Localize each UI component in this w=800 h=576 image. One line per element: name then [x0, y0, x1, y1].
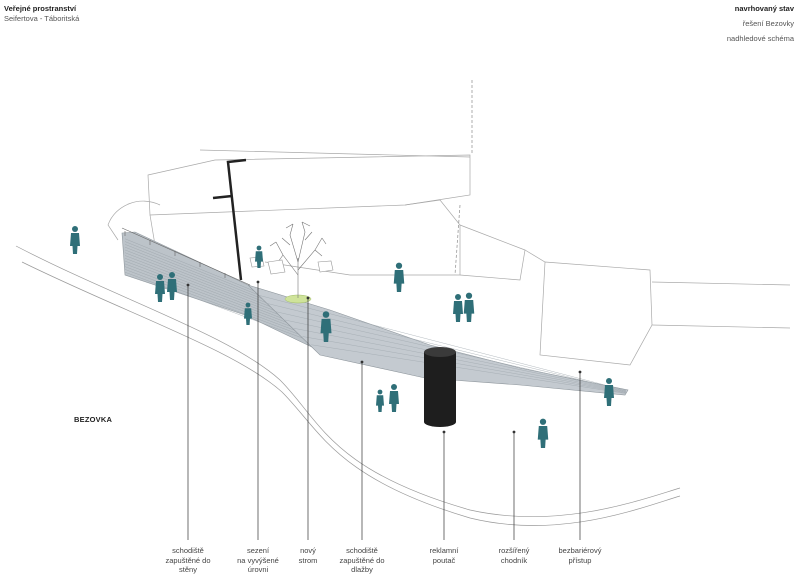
label-seating: sezení na vyvýšené úrovni — [237, 546, 279, 574]
header-right-line1: řešení Bezovky — [742, 19, 794, 28]
railing — [121, 227, 251, 286]
person-figure — [70, 226, 80, 254]
label-tree: nový strom — [298, 546, 318, 565]
person-figure — [463, 292, 475, 322]
leader-lines — [186, 280, 582, 540]
header-right-title: navrhovaný stav — [734, 4, 794, 13]
advertising-pillar — [424, 347, 456, 427]
person-figure — [167, 272, 177, 300]
person-figure — [604, 378, 614, 406]
person-figure — [537, 418, 549, 448]
leader-dot — [256, 280, 260, 284]
person-figure — [393, 262, 405, 292]
header-title: Veřejné prostranství — [4, 4, 77, 13]
tall-building-edge — [454, 80, 473, 276]
leader-dot — [578, 370, 582, 374]
person-figure — [389, 384, 399, 412]
header-subtitle: Seifertova - Táboritská — [4, 14, 80, 23]
label-stairs-paving: schodiště zapuštěné do dlažby — [339, 546, 385, 574]
header-right-line2: nadhledové schéma — [726, 34, 794, 43]
street-lamp — [212, 158, 247, 281]
header-left: Veřejné prostranství Seifertova - Tábori… — [4, 4, 79, 24]
leader-dot — [306, 296, 310, 300]
label-stairs-wall: schodiště zapuštěné do stěny — [165, 546, 211, 574]
person-figure — [244, 302, 252, 325]
leader-dot — [512, 430, 516, 434]
label-accessible: bezbariérový přístup — [558, 546, 602, 565]
header-right: navrhovaný stav řešení Bezovky nadhledov… — [727, 4, 794, 44]
street-curb — [15, 245, 681, 526]
new-tree — [269, 221, 327, 304]
label-sidewalk: rozšířený chodník — [498, 546, 530, 565]
leader-dot — [442, 430, 446, 434]
leader-dot — [360, 360, 364, 364]
street-label: BEZOVKA — [74, 415, 113, 424]
leader-dot — [186, 283, 190, 287]
person-figure — [376, 389, 384, 412]
label-ad-pillar: reklamní poutač — [429, 546, 459, 565]
person-figure — [255, 245, 263, 268]
building-outlines — [107, 149, 791, 366]
person-figure — [155, 274, 165, 302]
person-figure — [453, 294, 463, 322]
people-figures — [70, 226, 614, 448]
seating-blocks — [249, 256, 334, 275]
person-figure — [320, 311, 332, 342]
